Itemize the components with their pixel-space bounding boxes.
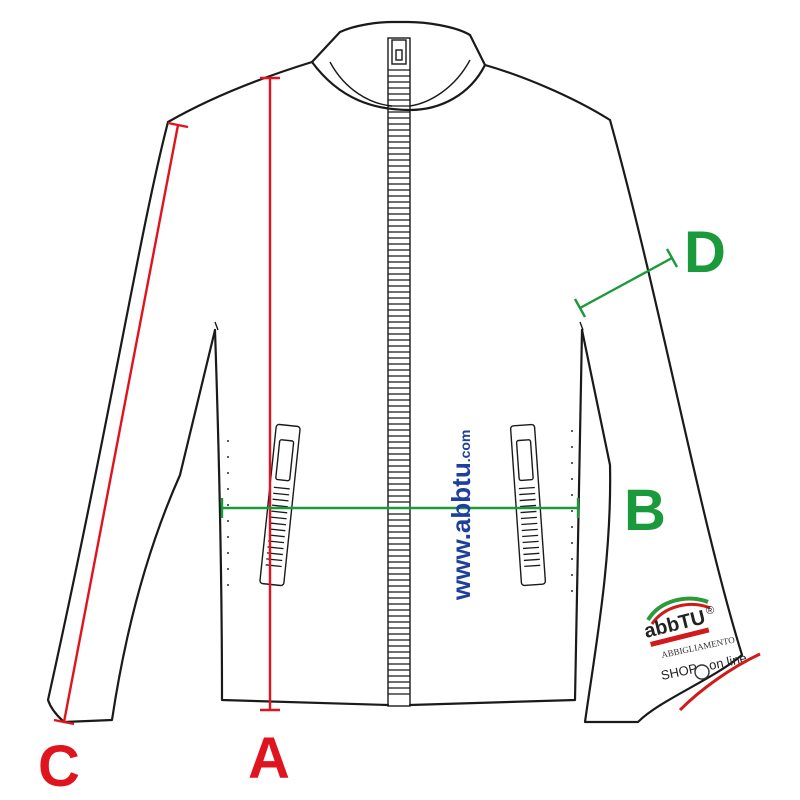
left-body-side <box>213 328 390 707</box>
watermark-text: www.abbtu.com <box>446 430 476 601</box>
watermark-suffix: .com <box>457 430 473 463</box>
left-sleeve-outer <box>46 60 314 724</box>
zipper-teeth <box>388 69 410 695</box>
measure-a: A <box>248 76 290 791</box>
measure-b-label: B <box>624 478 666 543</box>
measure-c-cap-bottom <box>53 718 75 726</box>
zipper-pull <box>395 49 403 61</box>
right-pocket-teeth <box>518 486 541 568</box>
measure-d-cap-right <box>665 248 679 268</box>
logo-swoosh <box>678 652 761 712</box>
logo-line2: SHOP <box>660 661 699 683</box>
watermark-brand: abbtu <box>446 462 476 533</box>
watermark-prefix: www. <box>446 533 476 601</box>
right-sleeve <box>483 63 744 724</box>
right-pocket-zipper <box>509 423 547 587</box>
measure-d-label: D <box>684 220 726 285</box>
right-body-side <box>408 328 584 707</box>
zipper-slider <box>391 39 407 65</box>
zipper-tape <box>387 37 411 707</box>
measure-c: C <box>38 121 189 799</box>
right-pocket-tape <box>509 423 547 587</box>
measure-d-line <box>579 256 673 310</box>
left-armhole-seam <box>214 321 219 331</box>
left-pocket-teeth <box>265 486 290 568</box>
left-pocket-slider <box>275 439 295 482</box>
measure-b: B <box>220 478 666 543</box>
collar-inner <box>329 59 471 107</box>
measure-c-line <box>62 124 180 723</box>
jacket-outline <box>46 20 744 724</box>
logo-flag-arc-red <box>650 603 711 625</box>
measure-c-label: C <box>38 734 80 799</box>
collar <box>310 20 487 112</box>
measure-d-cap-left <box>573 298 587 318</box>
measure-d: D <box>573 220 726 318</box>
left-pocket-zipper <box>259 423 301 587</box>
brand-logo: abbTU ® ABBIGLIAMENTO SHOP on line <box>642 596 761 712</box>
website-watermark: www.abbtu.com <box>446 430 476 601</box>
measure-a-label: A <box>248 726 290 791</box>
logo-circle <box>694 664 710 680</box>
measure-c-cap-top <box>167 121 189 129</box>
logo-mark: ® <box>706 605 714 617</box>
logo-stripe <box>650 627 710 647</box>
logo-flag-arc <box>646 596 709 622</box>
left-pocket-tape <box>259 423 301 587</box>
center-zipper <box>387 37 411 707</box>
right-armhole-seam <box>579 321 584 331</box>
right-pocket-slider <box>515 439 534 482</box>
